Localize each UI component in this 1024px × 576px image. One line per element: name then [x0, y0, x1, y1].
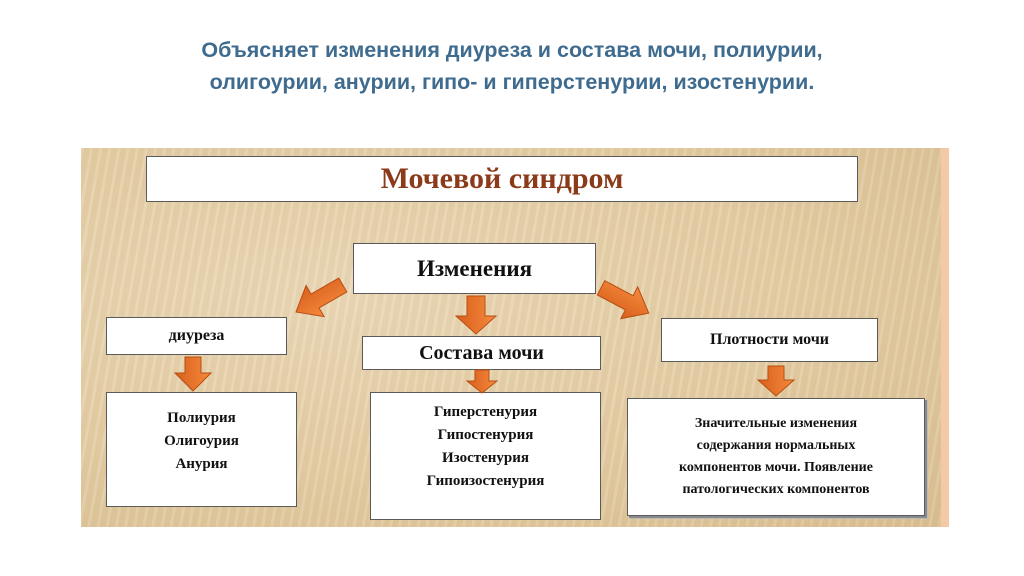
- items-box-density: Значительные изменения содержания нормал…: [627, 398, 925, 516]
- branch-box-diuresis: диуреза: [106, 317, 287, 355]
- arrow-down-left-icon: [295, 277, 348, 318]
- heading-line-2: олигоурии, анурии, гипо- и гиперстенурии…: [209, 70, 815, 94]
- list-item: Гипоизостенурия: [426, 473, 545, 489]
- list-item: Гипостенурия: [437, 427, 534, 443]
- list-item: Гиперстенурия: [433, 404, 538, 420]
- root-label: Изменения: [416, 255, 533, 281]
- arrow-down-right-icon: [596, 280, 650, 320]
- branch-box-density: Плотности мочи: [661, 318, 878, 362]
- diagram-title: Мочевой синдром: [380, 162, 624, 195]
- branch-label-density: Плотности мочи: [710, 331, 829, 348]
- branch-box-composition: Состава мочи: [362, 336, 601, 370]
- slide-heading: Объясняет изменения диуреза и состава мо…: [0, 34, 1024, 98]
- root-box: Изменения: [353, 243, 596, 294]
- arrow-down-icon: [465, 369, 499, 394]
- branch-label-composition: Состава мочи: [419, 341, 544, 364]
- list-item: Олигоурия: [164, 433, 239, 449]
- heading-line-1: Объясняет изменения диуреза и состава мо…: [201, 38, 823, 62]
- arrow-down-icon: [454, 295, 498, 335]
- list-item: содержания нормальных: [696, 438, 856, 453]
- diagram-title-box: Мочевой синдром: [146, 156, 858, 202]
- items-box-diuresis: Полиурия Олигоурия Анурия: [106, 392, 297, 507]
- list-item: Значительные изменения: [694, 416, 858, 431]
- arrow-down-icon: [173, 356, 213, 392]
- branch-label-diuresis: диуреза: [168, 327, 225, 344]
- list-item: Анурия: [175, 456, 228, 472]
- list-item: компонентов мочи. Появление: [679, 460, 873, 475]
- list-item: Полиурия: [167, 410, 236, 426]
- arrow-down-icon: [756, 365, 796, 397]
- list-item: Изостенурия: [441, 450, 530, 466]
- items-box-composition: Гиперстенурия Гипостенурия Изостенурия Г…: [370, 392, 601, 520]
- list-item: патологических компонентов: [682, 482, 870, 497]
